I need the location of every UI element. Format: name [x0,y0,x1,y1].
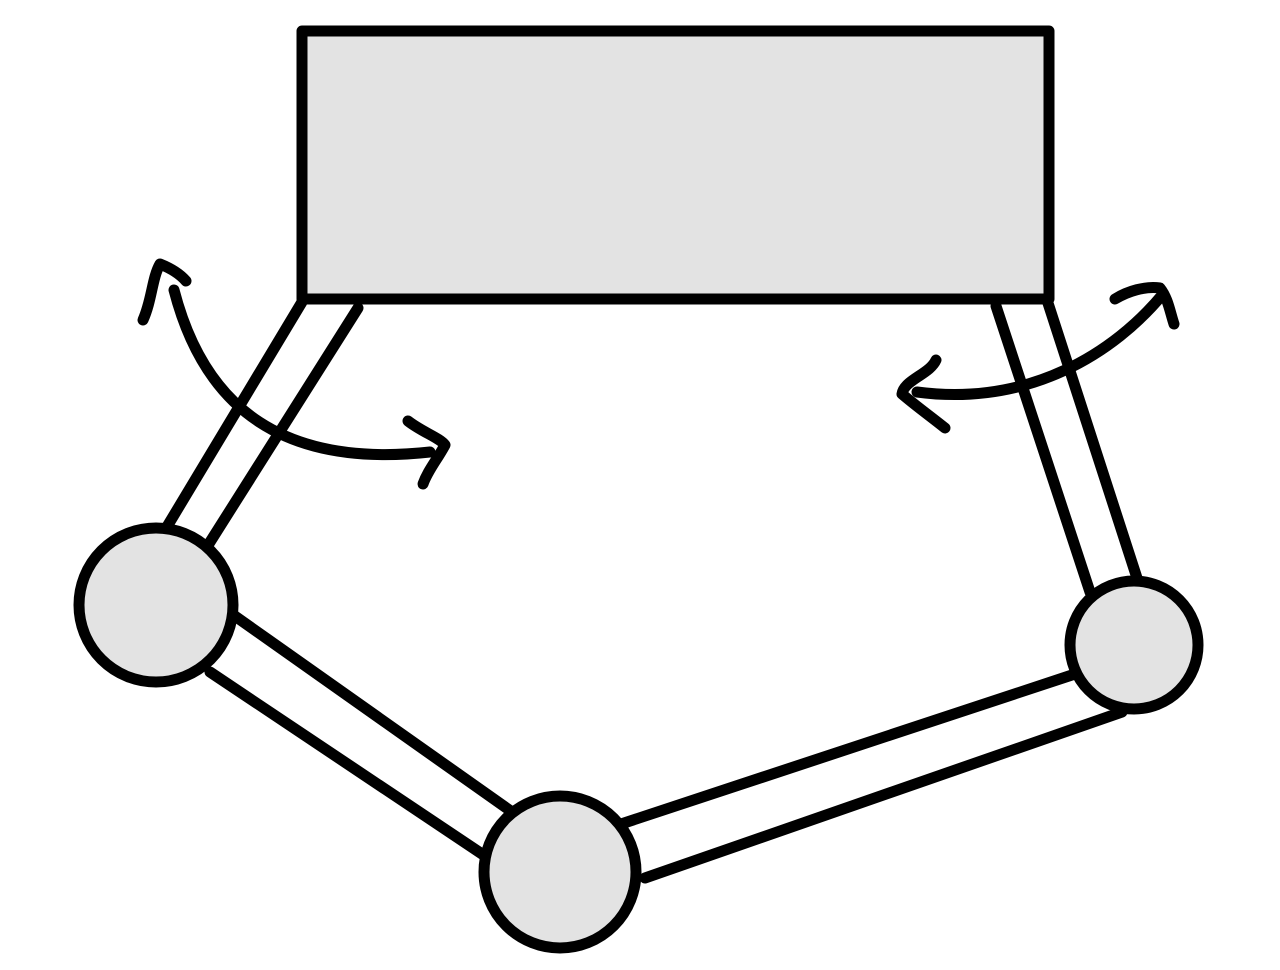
right-lower-link [609,668,1128,884]
link-bars [159,294,1143,884]
left-rotation-arrow-icon [137,258,451,490]
bottom-joint [478,790,642,954]
joints [73,522,1204,954]
left-lower-link [204,608,521,864]
right-upper-link [990,294,1143,598]
right-joint [1064,575,1204,715]
base-block [296,25,1055,305]
left-joint [73,522,239,688]
right-rotation-arrow-icon [896,282,1180,434]
